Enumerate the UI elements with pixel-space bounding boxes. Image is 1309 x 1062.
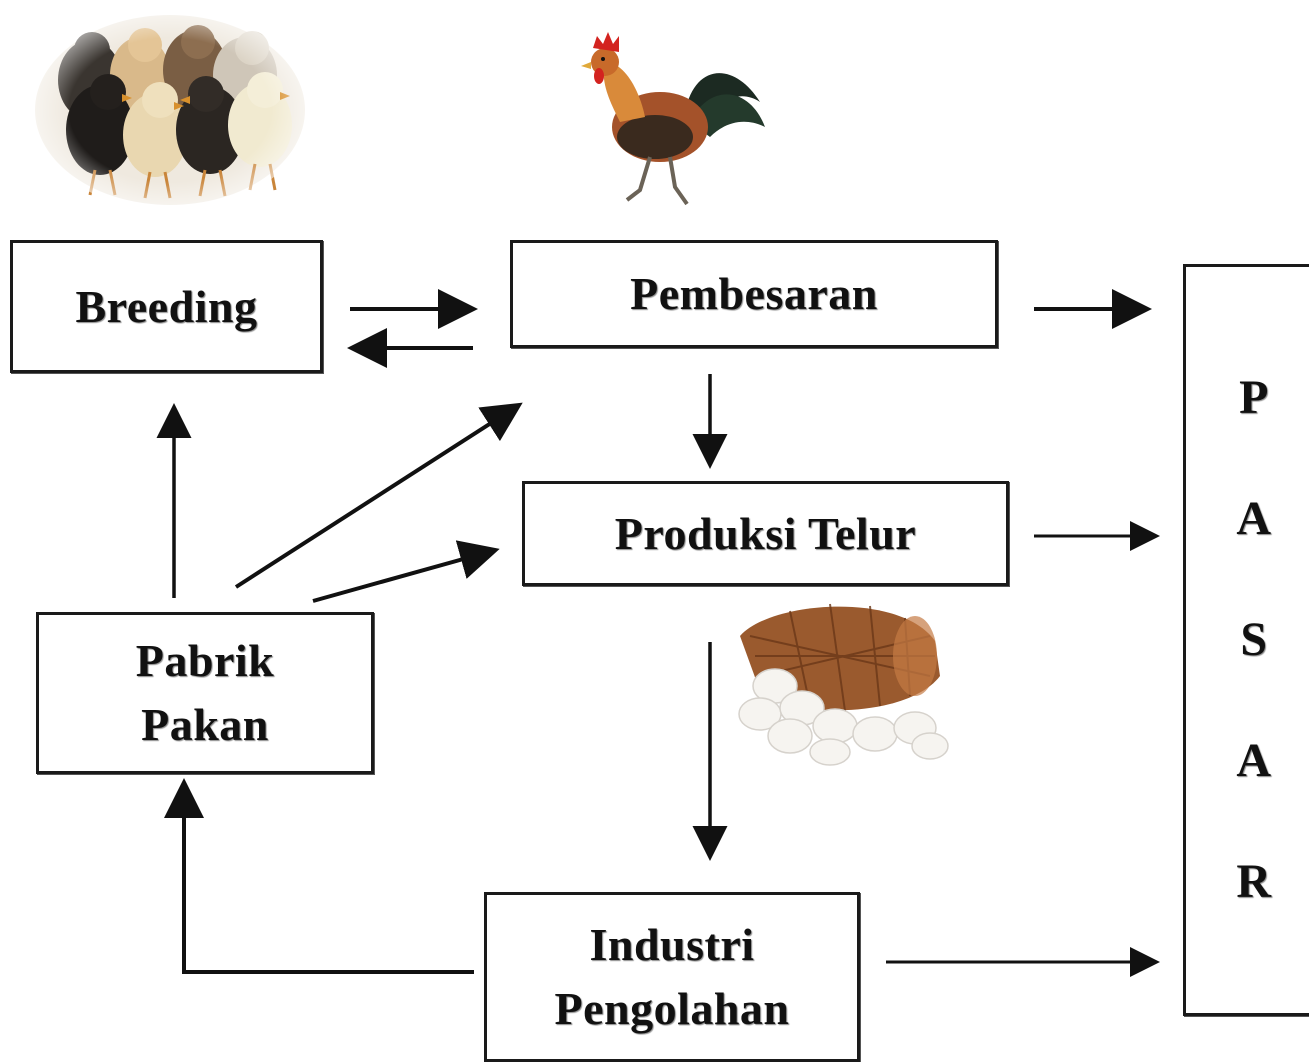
- pabrik-pakan-box: Pabrik Pakan: [36, 612, 374, 774]
- produksi-telur-box: Produksi Telur: [522, 481, 1009, 586]
- pasar-letter: A: [1186, 733, 1309, 789]
- pasar-letter: A: [1186, 491, 1309, 547]
- pembesaran-label: Pembesaran: [630, 262, 878, 326]
- industri-pengolahan-line2: Pengolahan: [554, 977, 789, 1041]
- pembesaran-box: Pembesaran: [510, 240, 998, 348]
- pasar-letter: S: [1186, 612, 1309, 668]
- pasar-box: P A S A R: [1183, 264, 1309, 1016]
- pasar-letter: R: [1186, 854, 1309, 910]
- arrow-pabrik-to-produksi: [313, 551, 492, 601]
- produksi-telur-label: Produksi Telur: [615, 502, 916, 566]
- pabrik-pakan-line2: Pakan: [141, 693, 269, 757]
- breeding-box: Breeding: [10, 240, 323, 373]
- pasar-letter: P: [1186, 370, 1309, 426]
- arrow-industri-to-pabrik: [184, 786, 474, 972]
- industri-pengolahan-box: Industri Pengolahan: [484, 892, 860, 1062]
- breeding-label: Breeding: [75, 275, 257, 339]
- arrow-pabrik-to-pembesaran: [236, 407, 516, 587]
- pabrik-pakan-line1: Pabrik: [136, 629, 274, 693]
- industri-pengolahan-line1: Industri: [589, 913, 754, 977]
